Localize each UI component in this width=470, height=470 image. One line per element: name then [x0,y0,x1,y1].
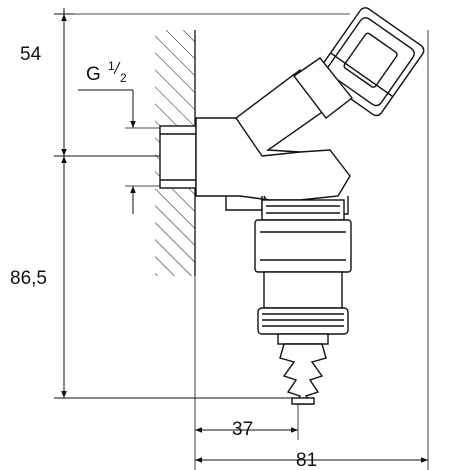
dimension-54: 54 [20,44,42,65]
dimension-86-5: 86,5 [10,268,47,289]
threaded-inlet [159,125,197,189]
handle-neck [292,57,353,119]
dimension-lines [54,8,429,470]
outlet-coupling [254,199,352,405]
dimension-81: 81 [296,450,317,470]
valve-body [159,69,351,215]
svg-text:1: 1 [108,59,115,73]
thread-label: G 1 2 [86,59,127,85]
svg-text:2: 2 [120,71,127,85]
dimension-37: 37 [232,419,253,440]
svg-text:G: G [86,64,101,85]
